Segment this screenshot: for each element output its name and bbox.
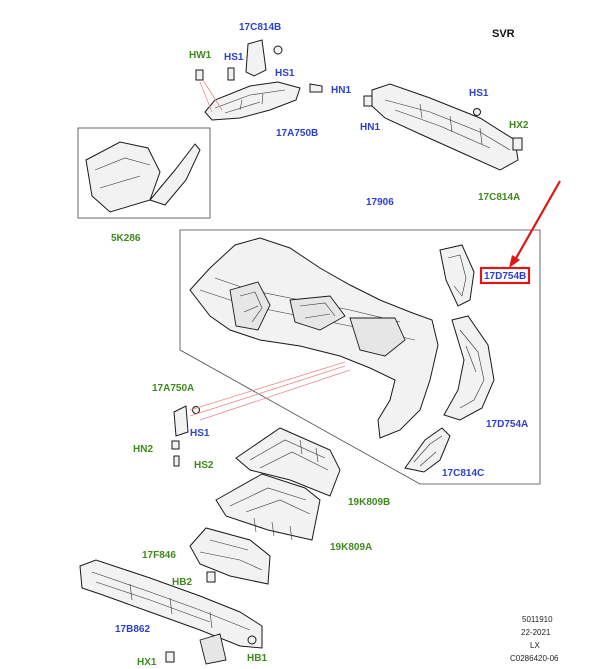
skid-plate-shape — [189, 527, 271, 585]
label-19K809A: 19K809A — [330, 542, 372, 553]
vent-17D754B-outer — [439, 244, 475, 307]
ref-line-2: 22-2021 — [521, 628, 551, 637]
label-HX1: HX1 — [137, 657, 157, 668]
label-HS2: HS2 — [194, 460, 214, 471]
label-5K286: 5K286 — [111, 233, 141, 244]
inset-frame-5K286 — [77, 127, 211, 219]
label-HW1: HW1 — [189, 50, 212, 61]
bracket-17C814B — [245, 39, 267, 77]
ref-line-4: C0286420-06 — [510, 654, 559, 663]
label-17B862: 17B862 — [115, 624, 150, 635]
upper-right-bracket-group — [363, 83, 523, 171]
label-HN1-top: HN1 — [331, 85, 351, 96]
bracket-17C814A — [371, 83, 519, 171]
ref-line-1: 5011910 — [522, 615, 553, 624]
screw-hw1 — [195, 69, 204, 81]
part-5K286-b — [149, 143, 201, 206]
bolt-hb1 — [247, 635, 257, 645]
clip-hs1 — [273, 45, 283, 55]
screw-hs1 — [227, 67, 235, 81]
part-5K286-a — [85, 141, 161, 213]
label-17D754A: 17D754A — [486, 419, 528, 430]
label-HS1-top2: HS1 — [275, 68, 295, 79]
crash-beam-mount — [199, 633, 227, 665]
label-HN1-right: HN1 — [360, 122, 380, 133]
label-17906: 17906 — [366, 197, 394, 208]
label-HB2: HB2 — [172, 577, 192, 588]
rear-bracket-left — [204, 81, 301, 121]
skid-plate-17F846 — [189, 527, 271, 585]
nut-hn1-right — [363, 95, 373, 107]
undertray-19K809A-shape — [215, 473, 321, 541]
bumper-frame — [179, 229, 541, 485]
inset-5K286 — [77, 127, 211, 219]
bumper-right-recess — [349, 317, 406, 357]
undertray-19K809B — [235, 427, 341, 497]
vent-17D754B — [439, 244, 475, 307]
label-HS1-top: HS1 — [224, 52, 244, 63]
bracket-17A750A — [173, 405, 189, 437]
variant-label: SVR — [492, 28, 515, 40]
label-17F846: 17F846 — [142, 550, 176, 561]
label-HS1-mid: HS1 — [190, 428, 210, 439]
upper-left-bracket-group — [195, 39, 323, 121]
ref-line-3: LX — [530, 641, 540, 650]
clip-hs1-mid — [192, 406, 200, 414]
bumper-center-recess — [289, 295, 346, 331]
fixing-hx2 — [512, 137, 523, 151]
undertray-19K809B-shape — [235, 427, 341, 497]
red-arrow-head — [509, 255, 520, 268]
bracket-17C814C-shape — [404, 427, 451, 473]
nut-hn2 — [171, 440, 180, 450]
bolt-hb2 — [206, 571, 216, 583]
label-17A750A: 17A750A — [152, 383, 194, 394]
bumper-left-recess — [229, 281, 271, 331]
bracket-17C814C — [404, 427, 451, 473]
label-17C814C: 17C814C — [442, 468, 484, 479]
label-17C814B: 17C814B — [239, 22, 281, 33]
label-17D754B: 17D754B — [484, 271, 526, 282]
label-17C814A: 17C814A — [478, 192, 520, 203]
fixings-mid-left — [171, 361, 351, 467]
label-17A750B: 17A750B — [276, 128, 318, 139]
vent-17D754A-outer — [443, 315, 495, 421]
screw-hs2 — [173, 455, 180, 467]
label-HS1-right: HS1 — [469, 88, 489, 99]
vent-17D754A — [443, 315, 495, 421]
label-HB1: HB1 — [247, 653, 267, 664]
highlight-box-17D754B — [479, 266, 531, 285]
label-HN2: HN2 — [133, 444, 153, 455]
bumper-cover-17906 — [189, 237, 439, 439]
crash-beam-17B862 — [79, 559, 263, 665]
label-HX2: HX2 — [509, 120, 529, 131]
undertray-19K809A — [215, 473, 321, 541]
nut-hn1 — [309, 83, 323, 93]
clip-hs1-right — [473, 108, 481, 116]
red-arrow-line — [514, 180, 561, 261]
label-19K809B: 19K809B — [348, 497, 390, 508]
fixing-hx1 — [165, 651, 175, 663]
